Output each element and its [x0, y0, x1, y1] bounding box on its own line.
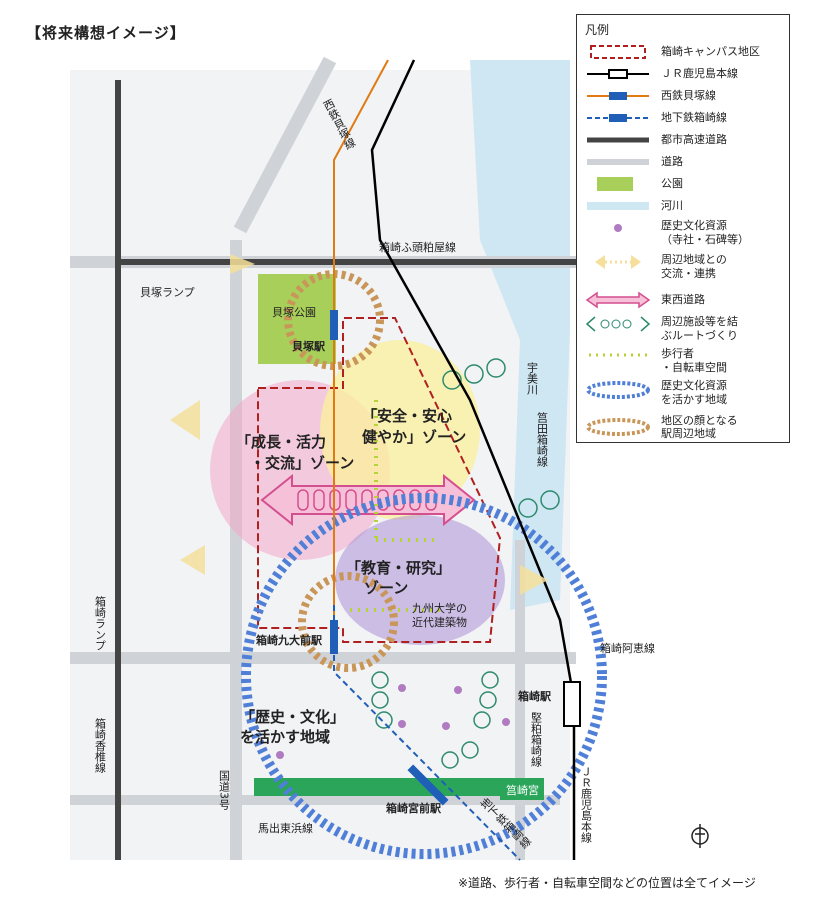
- legend-item-heritage: 歴史文化資源 （寺社・石碑等）: [577, 217, 789, 247]
- line-label-jr: ＪＲ鹿児島本線: [580, 766, 593, 843]
- river: [470, 60, 570, 610]
- pedestrian-paths: [350, 400, 440, 612]
- legend-item-expressway: 都市高速道路: [577, 129, 789, 151]
- route-circles: [371, 358, 560, 769]
- legend-title: 凡例: [585, 23, 610, 37]
- kyudaimae-station-marker: [330, 620, 338, 654]
- east-west-road: [260, 473, 476, 527]
- legend-item-river: 河川: [577, 195, 789, 217]
- heritage-dots: [276, 684, 510, 759]
- page-title: 【将来構想イメージ】: [26, 24, 186, 42]
- road-label-umade: 馬出東浜線: [258, 821, 313, 835]
- legend-item-station-area: 地区の顔となる 駅周辺地域: [576, 412, 790, 443]
- road-label-hakozaki-kashii: 箱崎香椎線: [94, 717, 107, 773]
- legend-label: 歴史文化資源: [661, 379, 727, 392]
- subway-line-icon: [587, 114, 649, 122]
- legend-item-exchange: 周辺地域との 交流・連携: [577, 251, 789, 281]
- legend-item-pedestrian: 歩行者 ・自転車空間: [577, 347, 789, 377]
- expressway-icon: [587, 137, 649, 143]
- legend-label-2: ぶルートづくり: [661, 329, 738, 342]
- campus-boundary-icon: [590, 45, 646, 59]
- road-label-katakasu: 堅粕箱崎線: [530, 712, 543, 767]
- legend-label-2: ・自転車空間: [661, 361, 727, 374]
- legend-item-subway: 地下鉄箱崎線: [577, 107, 789, 129]
- zone-history-l1: 「歴史・文化」: [240, 708, 345, 726]
- park-label: 貝塚公園: [272, 306, 316, 319]
- legend-label: 都市高速道路: [661, 133, 727, 146]
- station-label-hakozaki: 箱崎駅: [518, 689, 551, 703]
- river-icon: [587, 202, 649, 210]
- shrine-box: [500, 778, 544, 800]
- road-label-hakozaki-ramp: 箱崎ランプ: [94, 595, 107, 651]
- shrine-band: [254, 778, 504, 796]
- legend-label: 歴史文化資源: [661, 219, 727, 232]
- exchange-arrows: [170, 254, 548, 595]
- legend-item-campus: 箱崎キャンパス地区: [577, 41, 789, 63]
- legend-item-road: 道路: [577, 151, 789, 173]
- station-label-kaizuka: 貝塚駅: [292, 339, 325, 353]
- legend-label: 歩行者: [661, 347, 694, 360]
- legend-label: 公園: [661, 177, 683, 190]
- zone-growth-l2: ・交流」ゾーン: [250, 454, 354, 472]
- legend-label-2: 駅周辺地域: [661, 427, 716, 440]
- footnote: ※道路、歩行者・自転車空間などの位置は全てイメージ: [458, 876, 756, 890]
- miyamae-station-marker: [407, 764, 449, 806]
- legend-label: 周辺施設等を結: [661, 315, 738, 328]
- station-area-icon: [586, 418, 650, 436]
- zone-safety-l2: 健やか」ゾーン: [362, 428, 466, 446]
- legend-label: 周辺地域との: [661, 253, 727, 266]
- zone-safety-l1: 「安全・安心: [362, 407, 452, 425]
- shrine-label: 筥崎宮: [506, 783, 539, 797]
- legend-label: 西鉄貝塚線: [661, 89, 716, 102]
- hakozaki-station-marker: [563, 681, 581, 727]
- legend-item-eastwest: 東西道路: [577, 289, 789, 311]
- jr-line-icon: [587, 69, 649, 79]
- zone-edu-l1: 「教育・研究」: [346, 559, 451, 577]
- zone-growth-l1: 「成長・活力: [236, 433, 326, 451]
- legend-item-areas: 歴史文化資源 を活かす地域: [577, 379, 789, 409]
- legend-label-2: （寺社・石碑等）: [661, 233, 749, 246]
- legend-label: 地下鉄箱崎線: [661, 111, 727, 124]
- road-label-hakozaki-fukuoka: 箱崎ふ頭粕屋線: [379, 240, 456, 254]
- road-label-hakozaki-ae: 箱崎阿恵線: [600, 641, 655, 655]
- road-label-itazuke: 筥田箱崎線: [536, 411, 549, 467]
- pedestrian-path-icon: [589, 353, 649, 357]
- expressway: [115, 80, 576, 860]
- road-label-kaizuka-ramp: 貝塚ランプ: [140, 286, 195, 299]
- river-label: 宇美川: [526, 362, 539, 395]
- legend-label-2: 交流・連携: [661, 267, 716, 280]
- building-label-l1: 九州大学の: [412, 601, 467, 615]
- heritage-area-ring: [241, 493, 607, 859]
- nishitetsu-line: [333, 59, 389, 645]
- zone-edu-l2: ゾーン: [364, 579, 408, 597]
- north-arrow-icon: [691, 824, 709, 848]
- legend-label: 河川: [661, 199, 683, 212]
- station-label-miyamae: 箱崎宮前駅: [386, 801, 441, 815]
- nishitetsu-line-icon: [587, 92, 649, 100]
- legend-label: 箱崎キャンパス地区: [661, 45, 760, 58]
- legend-item-route: 周辺施設等を結 ぶルートづくり: [577, 313, 789, 343]
- legend-label: ＪＲ鹿児島本線: [661, 67, 738, 80]
- road-icon: [587, 159, 649, 165]
- road-label-route3: 国道3号: [218, 770, 231, 811]
- heritage-dot-icon: [614, 224, 622, 232]
- exchange-arrow-icon: [595, 255, 641, 269]
- station-label-kyudaimae: 箱崎九大前駅: [256, 633, 322, 647]
- legend: 凡例 箱崎キャンパス地区 ＪＲ鹿児島本線 西鉄貝塚線 地下鉄箱崎線 都市高速道路…: [576, 14, 790, 414]
- legend-item-nishitetsu: 西鉄貝塚線: [577, 85, 789, 107]
- legend-label-2: を活かす地域: [661, 393, 727, 406]
- heritage-area-icon: [586, 381, 650, 399]
- legend-item-park: 公園: [577, 173, 789, 195]
- legend-label: 道路: [661, 155, 683, 168]
- route-icon: [585, 316, 651, 332]
- legend-label: 東西道路: [661, 293, 705, 306]
- legend-label: 地区の顔となる: [661, 414, 738, 427]
- building-label-l2: 近代建築物: [412, 615, 467, 629]
- kaizuka-station-marker: [330, 310, 338, 340]
- zone-history-l2: を活かす地域: [240, 728, 330, 746]
- park-icon: [597, 177, 633, 191]
- east-west-road-icon: [585, 291, 651, 309]
- legend-item-jr: ＪＲ鹿児島本線: [577, 63, 789, 85]
